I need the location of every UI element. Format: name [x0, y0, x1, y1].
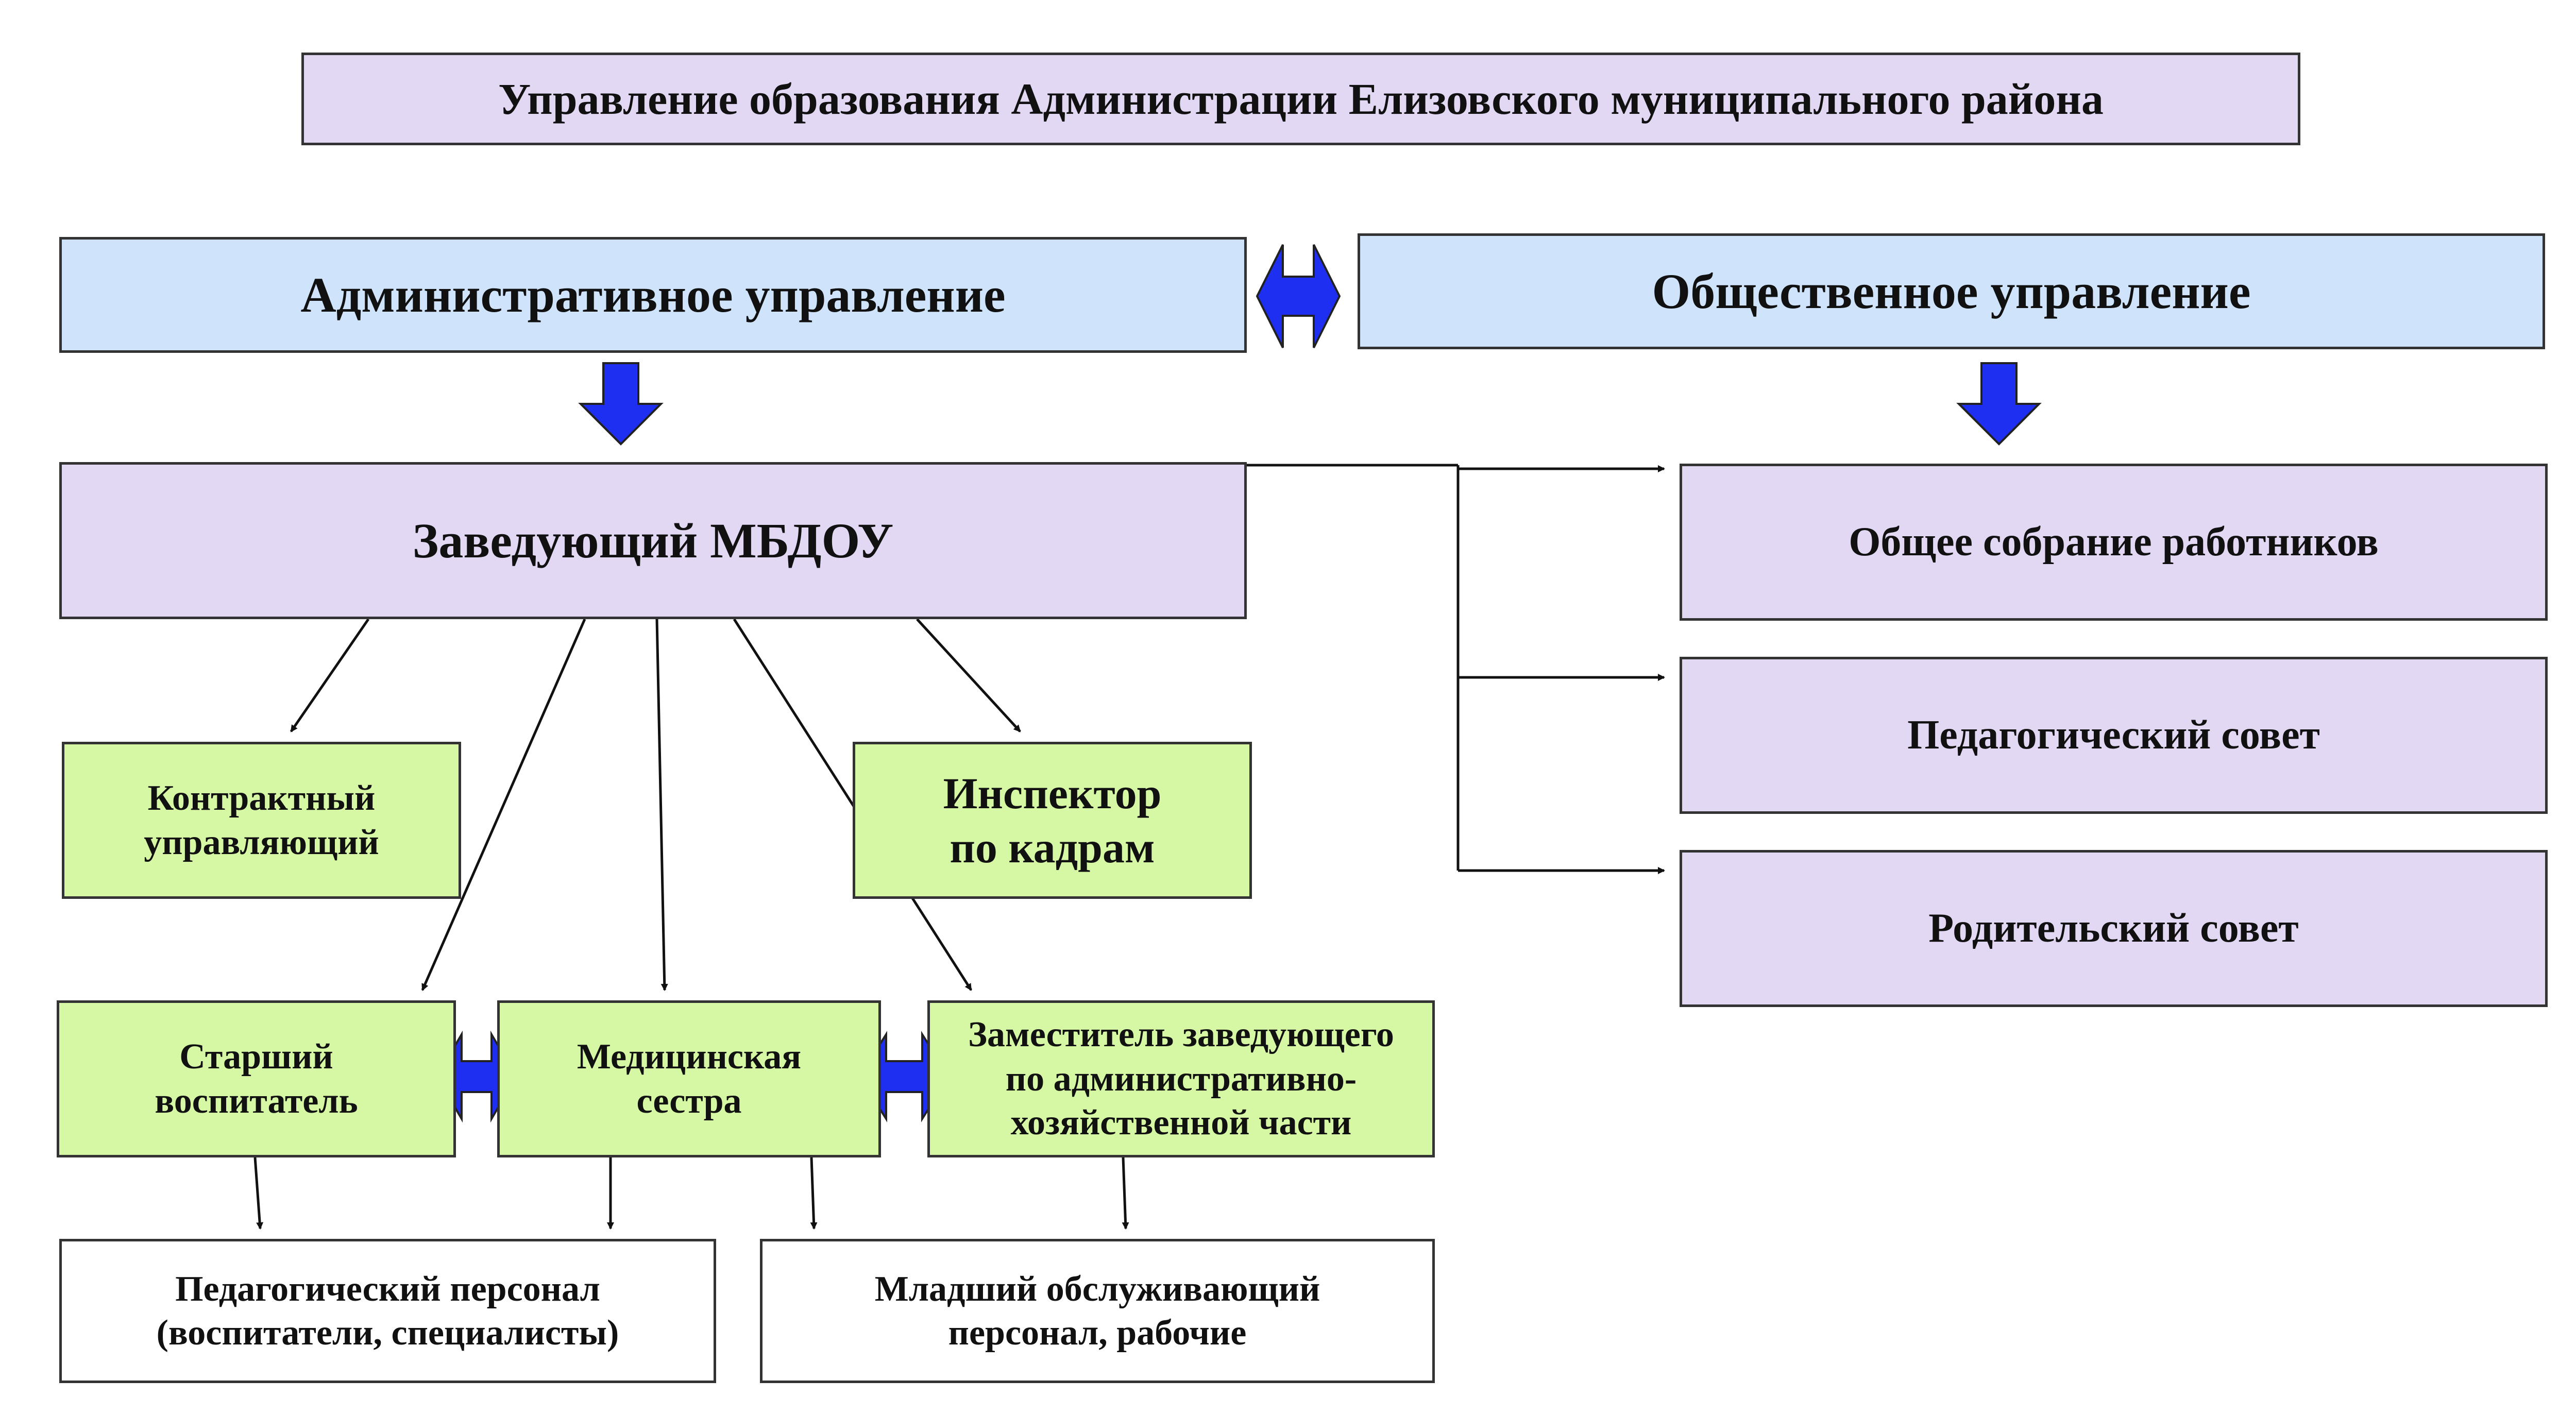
public-management-box: Общественное управление — [1358, 233, 2545, 349]
senior-educator-box: Старший воспитатель — [57, 1000, 456, 1157]
blue-down-arrow-admin — [578, 362, 664, 446]
general-meeting-box: Общее собрание работников — [1680, 464, 2548, 621]
pedagogical-council-box: Педагогический совет — [1680, 657, 2548, 814]
nurse-box: Медицинская сестра — [497, 1000, 881, 1157]
parent-council-box: Родительский совет — [1680, 850, 2548, 1007]
connector-head-to-hr-inspector — [916, 618, 1021, 732]
head-mbdou-box: Заведующий МБДОУ — [59, 462, 1247, 619]
connector-head-to-contract-manager — [290, 618, 370, 732]
contract-manager-box: Контрактный управляющий — [62, 742, 461, 899]
hr-inspector-box: Инспектор по кадрам — [853, 742, 1252, 899]
connector-nurse-to-junior-staff — [810, 1157, 818, 1230]
blue-double-arrow-admin-public — [1256, 244, 1341, 348]
connector-head-to-nurse — [655, 619, 668, 991]
junior-service-staff-box: Младший обслуживающий персонал, рабочие — [760, 1239, 1435, 1383]
blue-down-arrow-public — [1956, 362, 2042, 446]
connector-senior-educator-to-ped-staff — [253, 1157, 264, 1230]
administrative-management-box: Административное управление — [59, 237, 1247, 353]
pedagogical-staff-box: Педагогический персонал (воспитатели, сп… — [59, 1239, 716, 1383]
connector-head-to-senior-educator — [421, 618, 586, 991]
top-authority-box: Управление образования Администрации Ели… — [301, 53, 2300, 145]
deputy-head-ahch-box: Заместитель заведующего по административ… — [927, 1000, 1435, 1157]
connector-deputy-to-junior-staff — [1122, 1157, 1129, 1230]
